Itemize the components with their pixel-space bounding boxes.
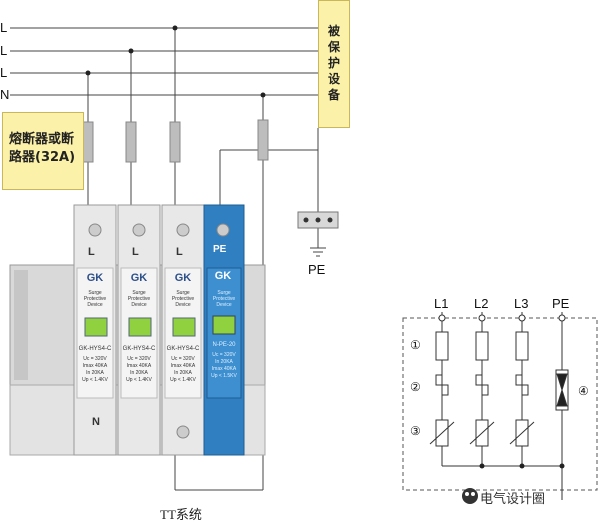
fuse-n	[257, 119, 269, 161]
label-line-n: N	[0, 87, 10, 102]
varistor-symbols	[429, 419, 535, 447]
fuse-1	[82, 121, 94, 163]
diagram-caption: TT系统	[160, 507, 202, 522]
watermark-text: 电气设计圈	[480, 492, 546, 507]
module-4-model: N-PE-20	[212, 342, 236, 348]
module-3-sub: Surge Protective Device	[171, 290, 195, 308]
spd-device	[9, 204, 266, 456]
label-line-l3: L	[0, 65, 8, 80]
module-1-brand: GK	[86, 272, 104, 284]
status-window-2	[128, 317, 152, 337]
schematic-label-l2: L2	[474, 296, 489, 311]
pe-terminal-block	[297, 211, 339, 229]
status-window-1	[84, 317, 108, 337]
fuses	[82, 119, 269, 163]
status-window-4	[212, 315, 236, 335]
fuse-2	[125, 121, 137, 163]
module-2-brand: GK	[130, 272, 148, 284]
marker-4: ④	[578, 384, 589, 398]
spd-schematic	[402, 312, 598, 500]
fuse-3	[169, 121, 181, 163]
module-3-model: GK-HYS4-C	[166, 346, 200, 352]
fuse-symbols	[435, 331, 529, 361]
label-line-l1: L	[0, 20, 8, 35]
schematic-label-pe: PE	[552, 296, 570, 311]
module-1-sub: Surge Protective Device	[83, 290, 107, 308]
module-3-top-mark: L	[176, 246, 183, 258]
schematic-label-l3: L3	[514, 296, 529, 311]
label-line-l2: L	[0, 43, 8, 58]
module-3-brand: GK	[174, 272, 192, 284]
module-1-model: GK-HYS4-C	[78, 346, 112, 352]
status-window-3	[172, 317, 196, 337]
marker-3: ③	[410, 424, 421, 438]
module-4-brand: GK	[214, 270, 232, 282]
protected-equipment-box: 被保护设备	[318, 0, 350, 128]
module-4-top-mark: PE	[213, 244, 227, 255]
module-4-sub: Surge Protective Device	[212, 290, 236, 308]
schematic-label-l1: L1	[434, 296, 449, 311]
marker-2: ②	[410, 380, 421, 394]
module-1-top-mark: L	[88, 246, 95, 258]
module-2-top-mark: L	[132, 246, 139, 258]
fuse-breaker-box: 熔断器或断路器(32A)	[2, 112, 84, 190]
watermark-icon	[462, 488, 478, 504]
module-2-model: GK-HYS4-C	[122, 346, 156, 352]
marker-1: ①	[410, 338, 421, 352]
module-2-sub: Surge Protective Device	[127, 290, 151, 308]
gas-discharge-tube	[555, 369, 569, 411]
thermal-switch-symbols	[435, 374, 529, 396]
junction-dots	[85, 25, 266, 98]
pe-label: PE	[308, 262, 326, 277]
bottom-n-mark: N	[92, 416, 100, 428]
schematic-junctions	[479, 463, 565, 469]
